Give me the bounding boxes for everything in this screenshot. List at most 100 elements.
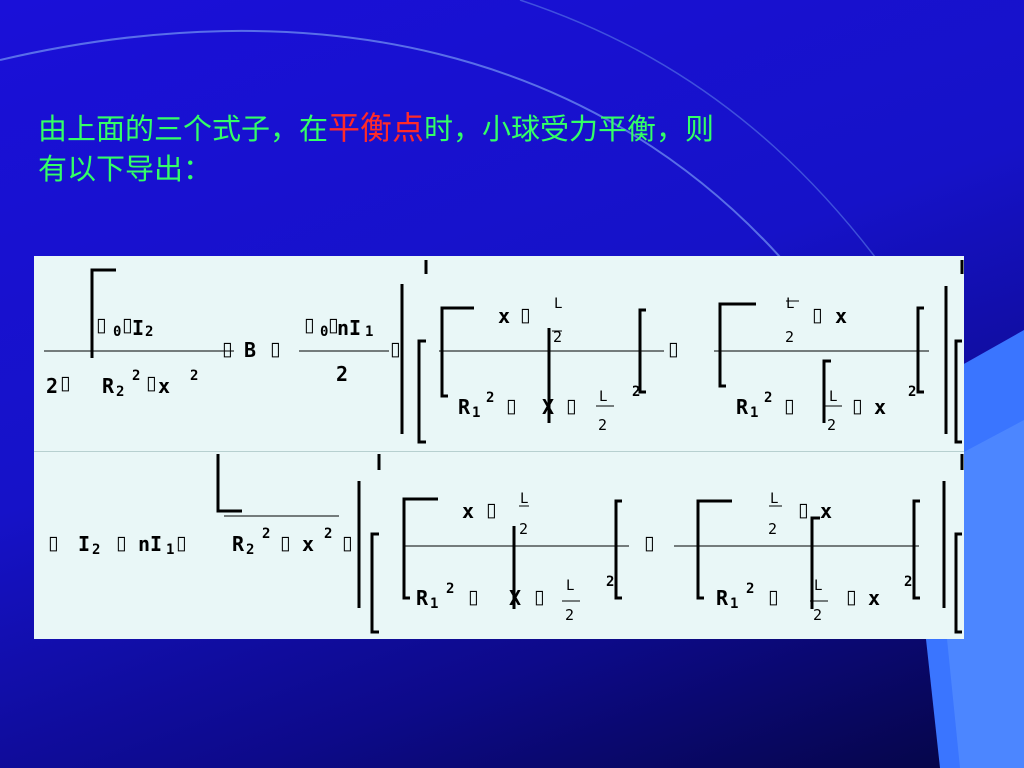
f2-t2-R-sub: 1: [730, 596, 739, 612]
glyph: ▯: [846, 586, 857, 608]
f2-t1-2b: 2: [565, 606, 575, 624]
glyph: ▯: [146, 372, 157, 394]
f1-mid-den: 2: [336, 362, 349, 386]
f1-t2-R-sub: 1: [750, 405, 759, 421]
f1-t1-R-sub: 1: [472, 405, 481, 421]
formula-1: ▯ 0 ▯ I 2 2 ▯ R 2 2 ▯ x 2 ▯ B ▯ ▯ 0 ▯ nI…: [34, 256, 964, 451]
glyph: ▯: [520, 304, 531, 326]
formula-divider: [34, 451, 964, 452]
glyph: ▯: [122, 314, 133, 336]
formula-graphic: [44, 260, 964, 634]
heading-line-2: 有以下导出：: [38, 152, 213, 186]
glyph: ▯: [270, 338, 281, 360]
f1-mid-nI: nI: [337, 316, 362, 340]
f2-t2-L: L: [770, 491, 779, 507]
f1-t2-sq: 2: [908, 384, 917, 400]
f1-t2-L2: L: [829, 389, 838, 405]
f1-t2-x2: x: [874, 395, 887, 419]
glyph: ▯: [176, 532, 187, 554]
f2-t-2: 2: [785, 328, 795, 346]
heading-text-before: 由上面的三个式子，在: [38, 112, 329, 146]
f1-t2-2b: 2: [827, 416, 837, 434]
f2-I-sub: 2: [92, 542, 101, 558]
f1-t1-X: X: [542, 395, 555, 419]
f1-t1-x: x: [498, 304, 511, 328]
glyph: ▯: [342, 532, 353, 554]
glyph: ▯: [60, 372, 71, 394]
glyph: ▯: [328, 314, 339, 336]
f1-num-I: I: [132, 316, 145, 340]
glyph: ▯: [486, 499, 497, 521]
glyph: ▯: [784, 395, 795, 417]
f2-t2-sq: 2: [904, 574, 913, 590]
glyph: ▯: [852, 395, 863, 417]
f1-num-sub2: 2: [145, 324, 154, 340]
f2-I: I: [78, 532, 91, 556]
f2-t1-x: x: [462, 499, 475, 523]
f2-x: x: [302, 532, 315, 556]
f1-den-R: R: [102, 374, 115, 398]
glyph: ▯: [280, 532, 291, 554]
f1-t2-R: R: [736, 395, 749, 419]
f1-den-R-sq: 2: [132, 368, 141, 384]
glyph: ▯: [468, 586, 479, 608]
f2-t2-R: R: [716, 586, 729, 610]
f1-t2-x: x: [835, 304, 848, 328]
formula-2: ▯ I 2 ▯ nI 1 ▯ R 2 2 ▯ x 2 ▯ x ▯ L 2 R 1…: [34, 256, 964, 639]
f2-t1-L2: L: [566, 578, 575, 594]
glyph: ▯: [668, 338, 679, 360]
glyph: ▯: [812, 304, 823, 326]
f2-nI: nI: [138, 532, 163, 556]
glyph: ▯: [222, 338, 233, 360]
f1-t1-R-sq: 2: [486, 390, 495, 406]
f1-t1-L2: L: [599, 389, 608, 405]
glyph: ▯: [116, 532, 127, 554]
f2-t1-R-sub: 1: [430, 596, 439, 612]
f2-t2-x: x: [820, 499, 833, 523]
f2-t-L: L: [786, 296, 795, 312]
f2-x-sq: 2: [324, 526, 333, 542]
f1-t1-R: R: [458, 395, 471, 419]
f1-mid-sub0: 0: [320, 324, 329, 340]
f2-t1-R: R: [416, 586, 429, 610]
glyph: ▯: [96, 314, 107, 336]
f2-R-sub: 2: [246, 542, 255, 558]
f1-den-2: 2: [46, 374, 59, 398]
f2-t1-R-sq: 2: [446, 581, 455, 597]
f2-nI-sub: 1: [166, 542, 175, 558]
glyph: ▯: [304, 314, 315, 336]
f2-t1-2: 2: [519, 520, 529, 538]
f1-den-x-sq: 2: [190, 368, 199, 384]
f2-t2-2: 2: [768, 520, 778, 538]
glyph: ▯: [390, 338, 401, 360]
glyph: ▯: [644, 532, 655, 554]
f2-t1-sq: 2: [606, 574, 615, 590]
f1-t1-2: 2: [553, 328, 563, 346]
glyph: ▯: [798, 499, 809, 521]
f2-R: R: [232, 532, 245, 556]
glyph: ▯: [48, 532, 59, 554]
glyph: ▯: [768, 586, 779, 608]
f2-R-sq: 2: [262, 526, 271, 542]
f2-t2-2b: 2: [813, 606, 823, 624]
f1-t2-R-sq: 2: [764, 390, 773, 406]
slide-heading: 由上面的三个式子，在平衡点时，小球受力平衡，则 有以下导出：: [38, 108, 858, 189]
f1-den-R-sub: 2: [116, 384, 125, 400]
f2-t2-L2: L: [814, 578, 823, 594]
heading-text-after: 时，小球受力平衡，则: [424, 112, 715, 146]
f2-t2-x2: x: [868, 586, 881, 610]
glyph: ▯: [534, 586, 545, 608]
f1-num-sub0: 0: [113, 324, 122, 340]
f2-t1-L: L: [520, 491, 529, 507]
f1-den-x: x: [158, 374, 171, 398]
heading-highlight: 平衡点: [328, 109, 425, 147]
f1-t1-L: L: [554, 296, 563, 312]
formula-panel: ▯ 0 ▯ I 2 2 ▯ R 2 2 ▯ x 2 ▯ B ▯ ▯ 0 ▯ nI…: [34, 256, 964, 639]
f1-t1-2b: 2: [598, 416, 608, 434]
f2-t1-X: X: [509, 586, 522, 610]
glyph: ▯: [506, 395, 517, 417]
f1-B: B: [244, 338, 257, 362]
glyph: ▯: [566, 395, 577, 417]
f1-t1-sq: 2: [632, 384, 641, 400]
f2-t2-R-sq: 2: [746, 581, 755, 597]
